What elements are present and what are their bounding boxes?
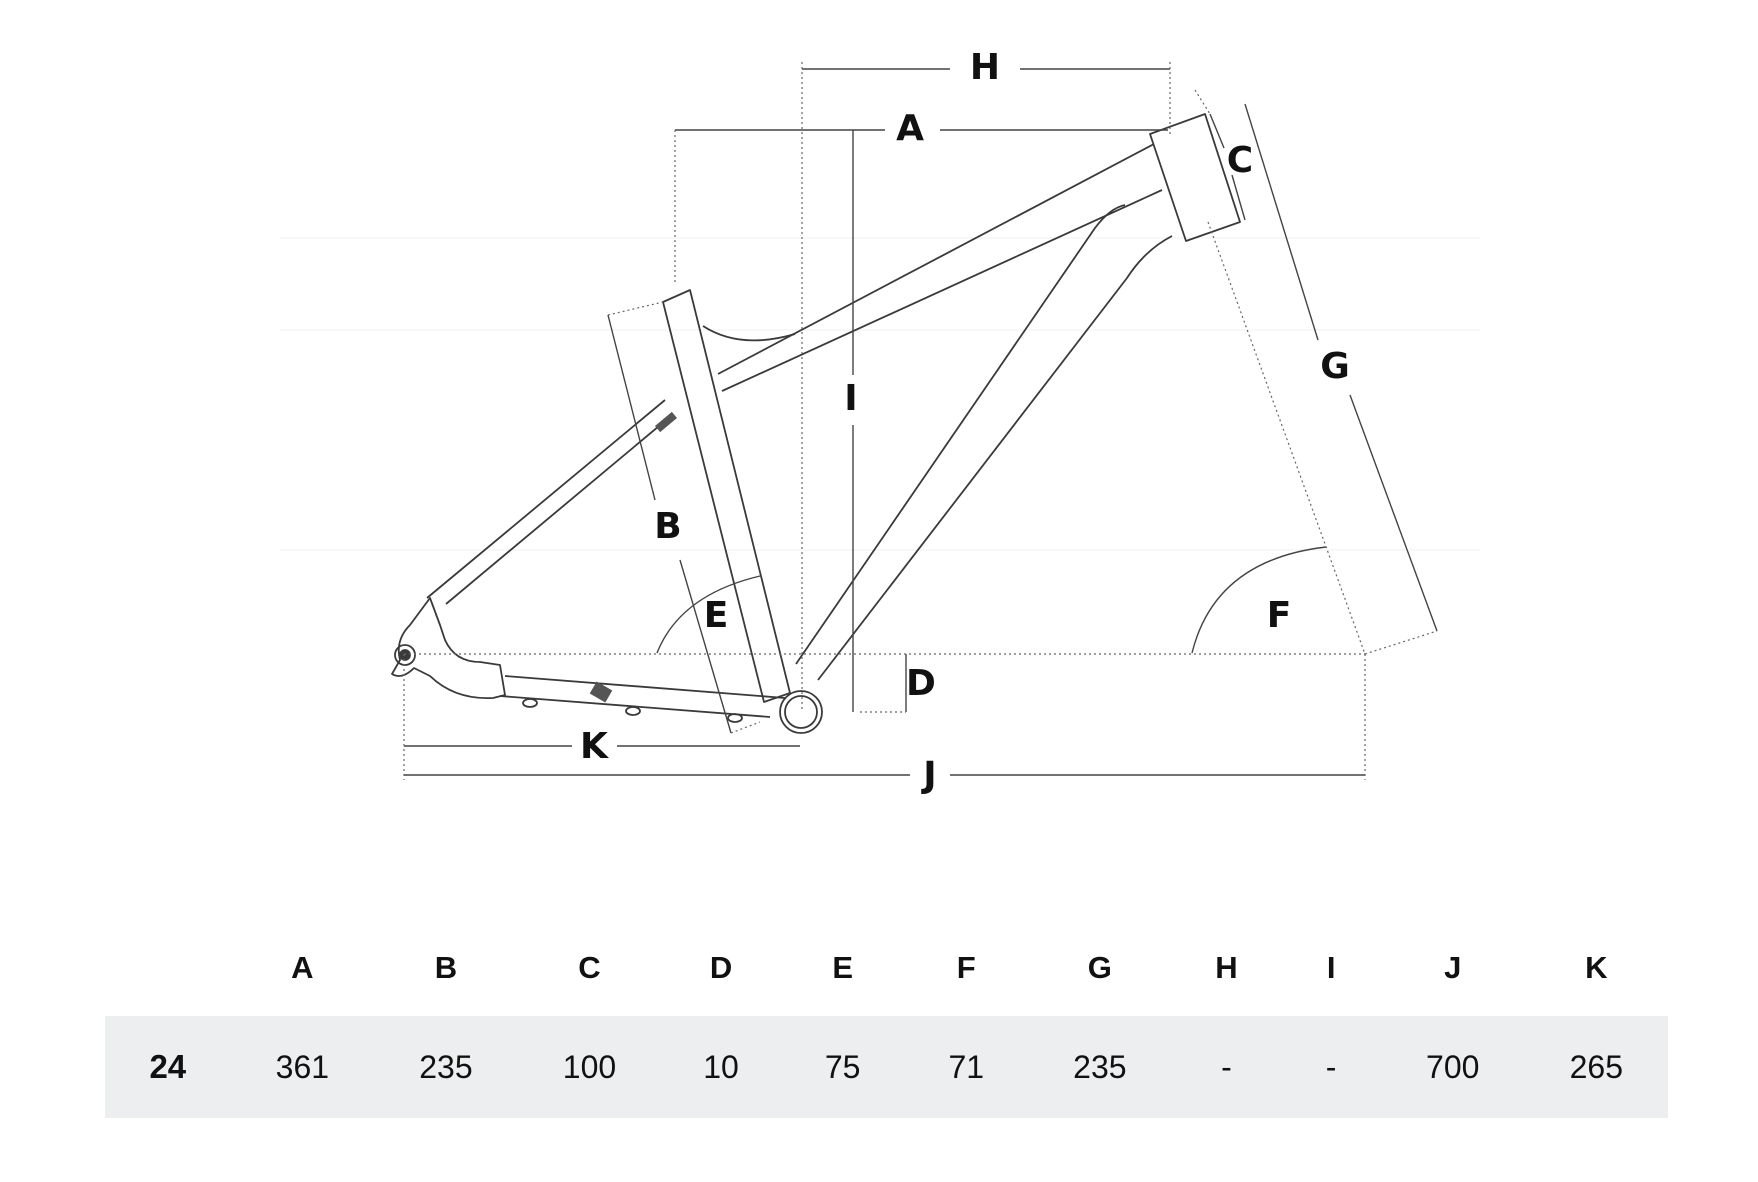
value-cell-e: 75: [824, 1048, 861, 1085]
dimension-label-f: F: [1267, 595, 1292, 636]
frame-outline: [391, 113, 1241, 734]
bike-frame-diagram: H A C G I B E F D K J: [280, 47, 1480, 796]
table-row: 24 361 235 100 10 75 71 235 - - 700 265: [105, 1016, 1668, 1118]
rear-dropout: [391, 597, 506, 700]
dimension-label-g: G: [1320, 346, 1350, 387]
dimension-label-i: I: [844, 378, 857, 419]
dimension-label-c: C: [1227, 140, 1253, 181]
column-header-h: H: [1215, 949, 1238, 985]
bottom-bracket: [779, 690, 823, 734]
down-tube: [795, 204, 1126, 665]
dimension-label-e: E: [704, 595, 729, 636]
dimension-label-h: H: [970, 47, 1000, 88]
value-cell-h: -: [1221, 1048, 1232, 1085]
value-cell-c: 100: [562, 1048, 617, 1085]
value-cell-i: -: [1325, 1048, 1337, 1085]
value-cell-a: 361: [275, 1048, 330, 1085]
column-header-d: D: [709, 949, 733, 985]
column-header-e: E: [832, 949, 853, 985]
dimension-label-k: K: [580, 726, 609, 767]
background-guides: [280, 237, 1480, 551]
head-tube: [1149, 113, 1241, 242]
value-cell-j: 700: [1426, 1048, 1480, 1085]
value-cell-b: 235: [419, 1048, 473, 1085]
column-header-c: C: [578, 949, 601, 985]
geometry-table: A B C D E F G H I J K 24 361 235 100 10 …: [105, 930, 1668, 1118]
dimension-label-j: J: [920, 755, 936, 796]
value-cell-k: 265: [1569, 1048, 1623, 1085]
column-header-j: J: [1444, 949, 1462, 985]
column-header-b: B: [434, 949, 458, 985]
size-cell: 24: [149, 1048, 187, 1085]
dimension-lines: [404, 68, 1438, 776]
dimension-label-d: D: [906, 663, 936, 704]
column-header-a: A: [291, 949, 314, 985]
geometry-table-header: A B C D E F G H I J K: [105, 930, 1668, 1005]
column-header-i: I: [1326, 949, 1336, 985]
seat-tube: [662, 289, 791, 703]
construction-lines: [403, 62, 1438, 780]
value-cell-g: 235: [1073, 1048, 1127, 1085]
column-header-g: G: [1087, 949, 1112, 985]
column-header-f: F: [956, 949, 976, 985]
dimension-label-b: B: [654, 506, 681, 547]
value-cell-d: 10: [703, 1048, 739, 1085]
dimension-label-a: A: [896, 108, 924, 149]
value-cell-f: 71: [948, 1048, 985, 1085]
column-header-k: K: [1585, 949, 1608, 985]
